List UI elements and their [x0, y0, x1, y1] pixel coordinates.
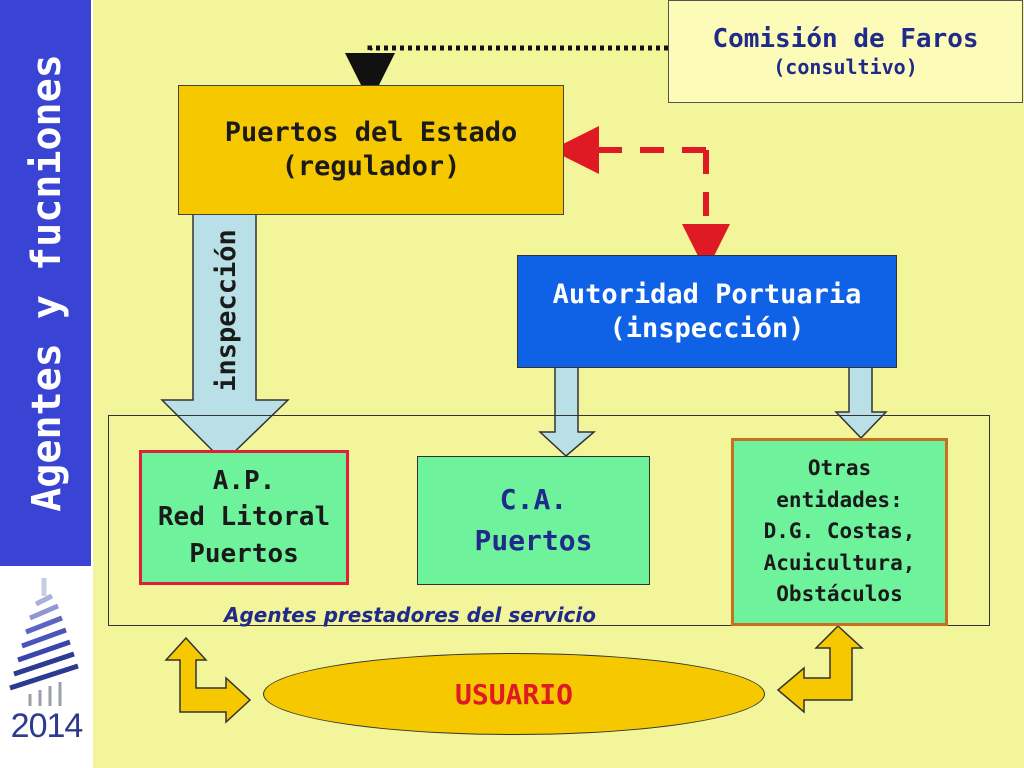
comision-subtitle: (consultivo) — [773, 55, 918, 80]
puertos-estado-subtitle: (regulador) — [281, 151, 461, 182]
autoridad-portuaria-node: Autoridad Portuaria (inspección) — [517, 255, 897, 368]
inspeccion-block-arrow — [160, 199, 290, 464]
ap-node: A.P. Red Litoral Puertos — [139, 450, 349, 585]
ca-line-1: C.A. — [499, 482, 568, 516]
otras-entidades-node: Otras entidades: D.G. Costas, Acuicultur… — [731, 438, 948, 626]
usuario-node: USUARIO — [263, 653, 765, 735]
ca-line-2: Puertos — [474, 523, 593, 557]
tower-logo-icon — [9, 578, 79, 706]
autoridad-portuaria-title: Autoridad Portuaria — [552, 278, 862, 310]
comision-title: Comisión de Faros — [712, 23, 979, 54]
comision-node: Comisión de Faros (consultivo) — [668, 0, 1023, 103]
otras-line-5: Obstáculos — [776, 582, 903, 607]
otras-line-4: Acuicultura, — [763, 550, 916, 575]
puertos-estado-title: Puertos del Estado — [224, 117, 518, 149]
left-yellow-double-arrow — [164, 636, 252, 724]
agentes-frame — [108, 415, 990, 626]
logo-year: 2014 — [10, 707, 84, 745]
otras-line-1: Otras — [807, 456, 872, 481]
ap-line-3: Puertos — [189, 538, 299, 569]
autoridad-portuaria-subtitle: (inspección) — [609, 312, 805, 344]
otras-line-2: entidades: — [776, 487, 903, 512]
usuario-label: USUARIO — [454, 677, 573, 711]
ap-line-2: Red Litoral — [157, 502, 331, 533]
otras-line-3: D.G. Costas, — [763, 519, 916, 544]
otras-block-arrow — [834, 359, 888, 440]
ap-line-1: A.P. — [212, 465, 276, 496]
dotted-connector-comision — [345, 45, 668, 103]
puertos-estado-node: Puertos del Estado (regulador) — [178, 85, 564, 215]
right-yellow-double-arrow — [776, 624, 864, 714]
ca-block-arrow — [538, 359, 597, 458]
logo-area: 2014 — [0, 566, 93, 768]
agentes-caption: Agentes prestadores del servicio — [223, 603, 597, 627]
ca-node: C.A. Puertos — [417, 456, 650, 585]
sidebar-strip: Agentes y fucniones — [0, 0, 93, 566]
inspeccion-label-wrap: inspección — [196, 215, 256, 405]
inspeccion-label: inspección — [210, 228, 242, 392]
